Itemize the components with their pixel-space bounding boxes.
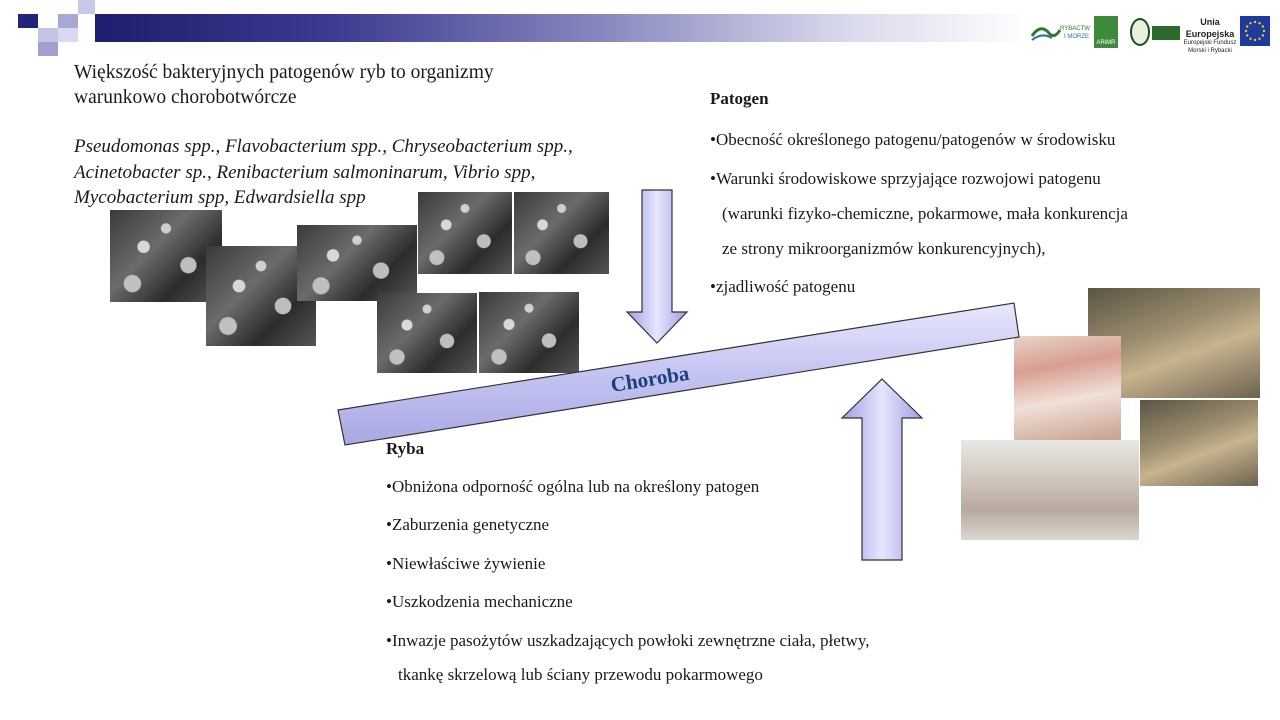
main-heading-line2: warunkowo chorobotwórcze: [74, 87, 297, 108]
ryba-item: •Uszkodzenia mechaniczne: [386, 592, 573, 611]
ryba-item: •Zaburzenia genetyczne: [386, 515, 550, 534]
ue-subtitle: Europejski Fundusz Morski i Rybacki: [1183, 40, 1237, 55]
patogen-title: Patogen: [710, 89, 769, 108]
bacteria-micrograph: [110, 210, 222, 302]
header-square: [38, 42, 58, 56]
bacteria-micrograph: [377, 293, 477, 373]
ryba-title: Ryba: [386, 439, 425, 458]
arimr-logo-text: ARiMR: [1096, 40, 1116, 46]
up-arrow-icon: [840, 378, 924, 561]
species-list: Pseudomonas spp., Flavobacterium spp., C…: [74, 134, 573, 211]
emblem-logo: [1130, 18, 1150, 46]
header-square: [58, 28, 78, 42]
header-square: [58, 14, 78, 28]
main-heading: Większość bakteryjnych patogenów ryb to …: [74, 60, 494, 110]
ue-title: Unia Europejska: [1185, 17, 1235, 39]
bacteria-micrograph: [514, 192, 609, 274]
patogen-item: ze strony mikroorganizmów konkurencyjnyc…: [722, 239, 1046, 258]
logo-text-morze: I MORZE: [1064, 34, 1089, 40]
header-bar: [95, 14, 1030, 42]
species-line2: Acinetobacter sp., Renibacterium salmoni…: [74, 161, 536, 183]
species-line3: Mycobacterium spp, Edwardsiella spp: [74, 187, 366, 208]
header-square: [38, 28, 58, 42]
arimr-logo: [1094, 16, 1118, 48]
unia-europejska-text: Unia Europejska Europejski Fundusz Morsk…: [1180, 17, 1240, 56]
patogen-item: •Obecność określonego patogenu/patogenów…: [710, 130, 1116, 149]
patogen-item: •zjadliwość patogenu: [710, 277, 856, 296]
eu-flag-icon: [1240, 16, 1270, 46]
patogen-item: •Warunki środowiskowe sprzyjające rozwoj…: [710, 169, 1101, 188]
species-line1: Pseudomonas spp., Flavobacterium spp., C…: [74, 136, 573, 157]
header-square: [78, 0, 95, 14]
logo-text-ryb: RYBACTWO: [1060, 26, 1090, 32]
bacteria-micrograph: [297, 225, 417, 301]
ryba-item: •Inwazje pasożytów uszkadzających powłok…: [386, 631, 870, 650]
ryba-item: •Obniżona odporność ogólna lub na określ…: [386, 477, 760, 496]
fish-photo-ulcers: [1140, 400, 1258, 486]
fish-photo-head: [961, 440, 1139, 540]
main-heading-line1: Większość bakteryjnych patogenów ryb to …: [74, 62, 494, 83]
down-arrow-icon: [625, 189, 689, 344]
patogen-item: (warunki fizyko-chemiczne, pokarmowe, ma…: [722, 204, 1128, 223]
fish-photo-lesions: [1014, 336, 1121, 440]
ryba-item: tkankę skrzelową lub ściany przewodu pok…: [398, 665, 763, 684]
rybactwo-i-morze-logo: RYBACTWO I MORZE: [1030, 26, 1090, 41]
choroba-label: Choroba: [609, 361, 691, 397]
header-square: [18, 14, 38, 28]
ryba-item: •Niewłaściwe żywienie: [386, 554, 546, 573]
bacteria-micrograph: [418, 192, 512, 274]
bacteria-micrograph: [479, 292, 579, 373]
program-operacyjny-logo: [1152, 26, 1180, 40]
